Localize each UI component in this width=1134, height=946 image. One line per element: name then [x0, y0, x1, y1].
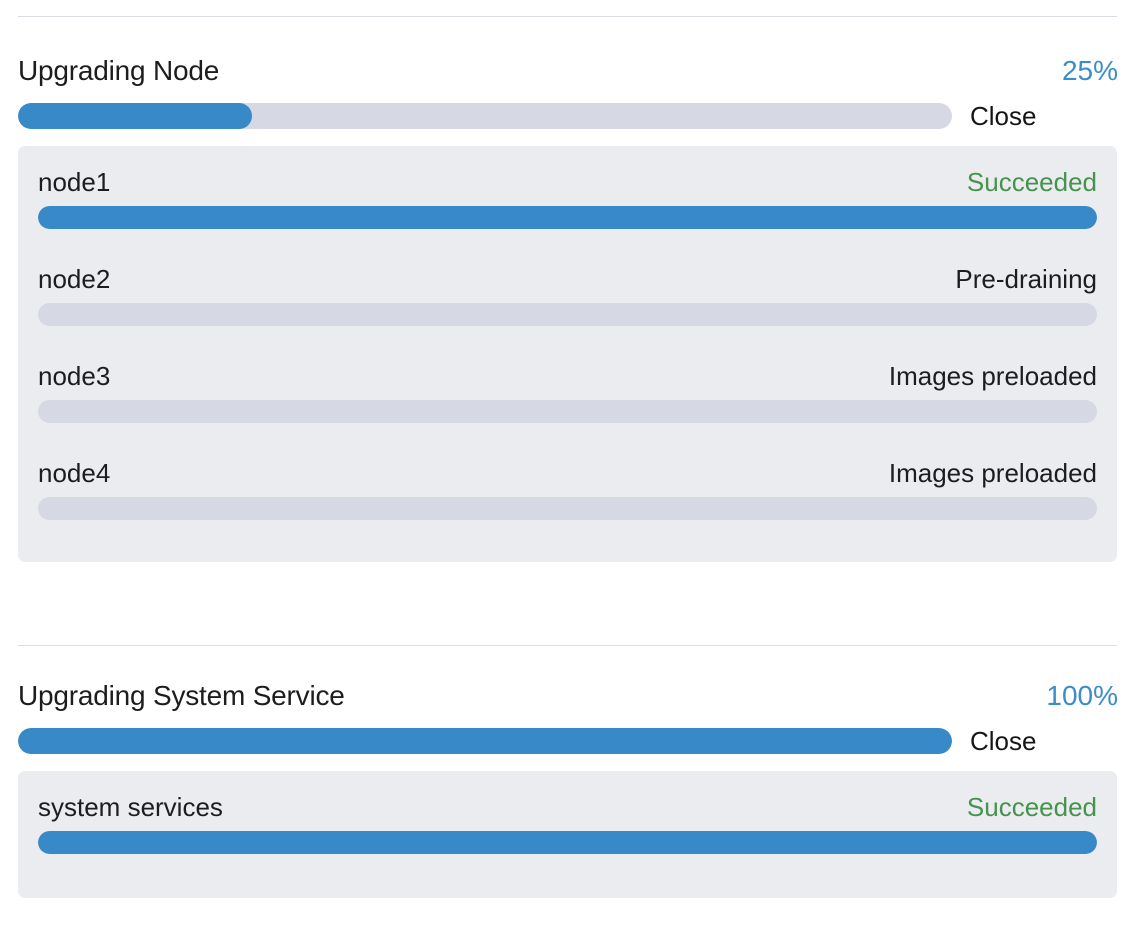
node-row-header: node2 Pre-draining	[38, 261, 1097, 297]
list-item: node4 Images preloaded	[38, 455, 1097, 520]
overall-progress-fill-system-service	[18, 728, 952, 754]
section-upgrading-system-service: Upgrading System Service 100% Close syst…	[0, 677, 1134, 898]
node-progress-track	[38, 303, 1097, 326]
node-name: node2	[38, 264, 111, 294]
node-row-header: node4 Images preloaded	[38, 455, 1097, 491]
node-progress-track	[38, 206, 1097, 229]
node-progress-track	[38, 497, 1097, 520]
overall-progress-row-node: Close	[0, 96, 1134, 136]
node-row-header: node1 Succeeded	[38, 164, 1097, 200]
overall-progress-track-node	[18, 103, 952, 129]
divider-top	[18, 16, 1117, 17]
node-detail-panel: node1 Succeeded node2 Pre-draining n	[18, 146, 1117, 562]
list-item: system services Succeeded	[38, 789, 1097, 854]
page-title-system-service: Upgrading System Service	[18, 680, 345, 711]
service-progress-track	[38, 831, 1097, 854]
status-badge: Images preloaded	[888, 458, 1097, 488]
node-name: node3	[38, 361, 111, 391]
status-badge: Succeeded	[966, 167, 1097, 197]
node-progress-track	[38, 400, 1097, 423]
system-service-detail-panel: system services Succeeded	[18, 771, 1117, 898]
list-item: node3 Images preloaded	[38, 358, 1097, 423]
overall-progress-row-system-service: Close	[0, 721, 1134, 761]
service-progress-fill	[38, 831, 1097, 854]
divider-middle	[18, 645, 1117, 646]
list-item: node2 Pre-draining	[38, 261, 1097, 326]
node-progress-fill	[38, 206, 1097, 229]
page-title-node: Upgrading Node	[18, 55, 220, 86]
node-row-header: node3 Images preloaded	[38, 358, 1097, 394]
section-upgrading-node: Upgrading Node 25% Close node1 Succeeded	[0, 52, 1134, 562]
section-header-node: Upgrading Node 25%	[0, 52, 1134, 96]
node-name: node4	[38, 458, 111, 488]
service-row-header: system services Succeeded	[38, 789, 1097, 825]
section-header-system: Upgrading System Service 100%	[0, 677, 1134, 721]
status-badge: Succeeded	[966, 792, 1097, 822]
close-button-system-service[interactable]: Close	[970, 726, 1037, 756]
status-badge: Images preloaded	[888, 361, 1097, 391]
overall-percent-system-service: 100%	[1046, 680, 1118, 711]
node-name: node1	[38, 167, 111, 197]
close-button-node[interactable]: Close	[970, 101, 1037, 131]
status-badge: Pre-draining	[955, 264, 1097, 294]
service-name: system services	[38, 792, 223, 822]
overall-percent-node: 25%	[1061, 55, 1118, 86]
overall-progress-fill-node	[18, 103, 252, 129]
list-item: node1 Succeeded	[38, 164, 1097, 229]
overall-progress-track-system-service	[18, 728, 952, 754]
